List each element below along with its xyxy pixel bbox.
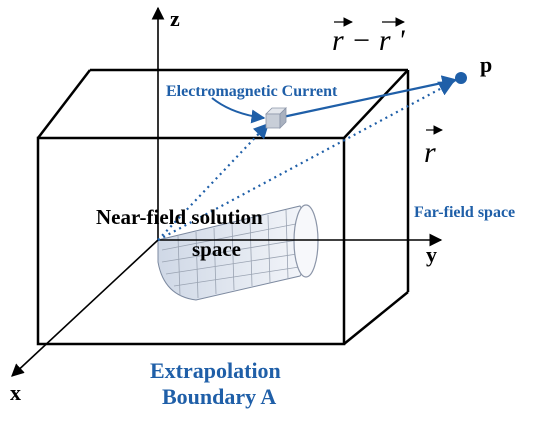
y-axis-label: y [426, 242, 437, 267]
box-top-left-edge [37, 69, 91, 139]
box-bottom-right-edge [343, 291, 409, 345]
axes [11, 6, 443, 377]
near-field-label-line1: Near-field solution [96, 205, 263, 229]
vector-r-minus-r-prime [277, 75, 458, 120]
horn-antenna [157, 204, 319, 301]
box-top-right-edge [343, 69, 409, 139]
electromagnetic-current-label: Electromagnetic Current [166, 83, 338, 100]
boundary-label-line1: Extrapolation [150, 358, 281, 383]
boundary-label-line2: Boundary A [162, 384, 276, 409]
dotted-rays [157, 81, 455, 241]
current-element-icon [265, 107, 287, 129]
horn-grid [161, 209, 311, 299]
r-vector-label: r [424, 136, 436, 169]
z-axis-label: z [170, 6, 180, 31]
horn-aperture [293, 204, 319, 278]
far-field-label: Far-field space [414, 204, 515, 221]
x-axis [11, 239, 159, 377]
current-pointer-curve [211, 97, 266, 124]
ray-to-point-p [157, 81, 455, 241]
r-minus-r-prime-label: r − r ' [332, 24, 405, 57]
ray-to-current [157, 122, 270, 241]
near-field-label-line2: space [192, 237, 241, 261]
point-p-dot [455, 72, 467, 84]
point-p-label: p [480, 52, 492, 77]
x-axis-label: x [10, 380, 21, 405]
